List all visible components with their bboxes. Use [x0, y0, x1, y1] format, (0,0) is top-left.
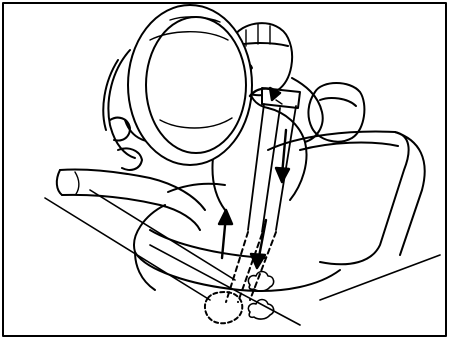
pretensioner-icon	[205, 232, 276, 323]
airbag-icon	[128, 5, 252, 165]
